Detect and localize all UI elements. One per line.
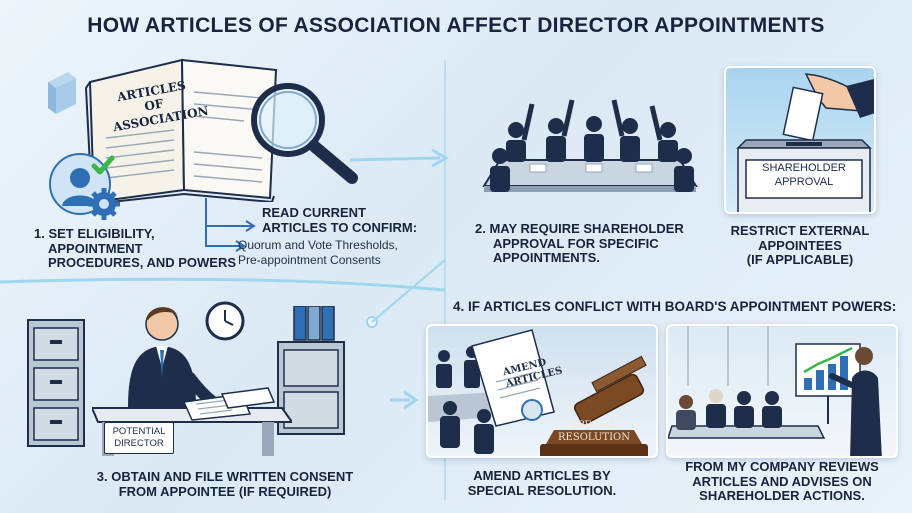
ballot-label: SHAREHOLDER APPROVAL [762, 162, 846, 188]
gear-icon [88, 188, 120, 220]
gavel-icon [540, 355, 648, 456]
flow-link [371, 259, 446, 323]
magnifying-glass-icon [251, 83, 358, 184]
signing-director-illustration [92, 307, 292, 456]
filing-cabinet-icon [27, 319, 85, 447]
amend-articles-text: AMEND ARTICLES BY SPECIAL RESOLUTION. [467, 468, 617, 498]
flow-arrow-3-head [403, 390, 419, 410]
step-1-text: 1. SET ELIGIBILITY, APPOINTMENT PROCEDUR… [34, 226, 237, 271]
eligibility-user-icon [49, 153, 120, 220]
wall-clock-icon [205, 301, 245, 341]
step-3-text: 3. OBTAIN AND FILE WRITTEN CONSENT FROM … [96, 469, 354, 499]
restrict-appointees-text: RESTRICT EXTERNAL APPOINTEES (IF APPLICA… [730, 223, 870, 268]
ballot-panel: SHAREHOLDER APPROVAL [724, 66, 876, 214]
ballot-box-icon [736, 73, 874, 212]
flow-line-horizontal [0, 277, 446, 292]
step-4-heading: 4. IF ARTICLES CONFLICT WITH BOARD'S APP… [453, 299, 897, 314]
special-resolution-label: SPECIAL RESOLUTION [558, 420, 630, 443]
read-articles-text: READ CURRENT ARTICLES TO CONFIRM: Quorum… [238, 205, 418, 268]
decorative-cube-icon [48, 72, 76, 114]
page-title: HOW ARTICLES OF ASSOCIATION AFFECT DIREC… [87, 14, 825, 37]
flow-arrow-1 [349, 156, 441, 162]
shareholder-vote-illustration [482, 99, 698, 192]
step-2-text: 2. MAY REQUIRE SHAREHOLDER APPROVAL FOR … [475, 221, 684, 266]
binder-shelf-icon [277, 306, 345, 435]
potential-director-nameplate: POTENTIAL DIRECTOR [104, 422, 174, 454]
board-meeting-illustration [428, 329, 648, 456]
company-review-text: FROM MY COMPANY REVIEWS ARTICLES AND ADV… [685, 459, 879, 504]
flow-arrow-1-head [431, 148, 450, 168]
presentation-illustration [668, 326, 882, 456]
company-review-panel [666, 324, 898, 458]
articles-book [84, 58, 278, 202]
amend-articles-panel: AMEND ARTICLES SPECIAL RESOLUTION [426, 324, 658, 458]
connector-arrows [205, 198, 256, 252]
